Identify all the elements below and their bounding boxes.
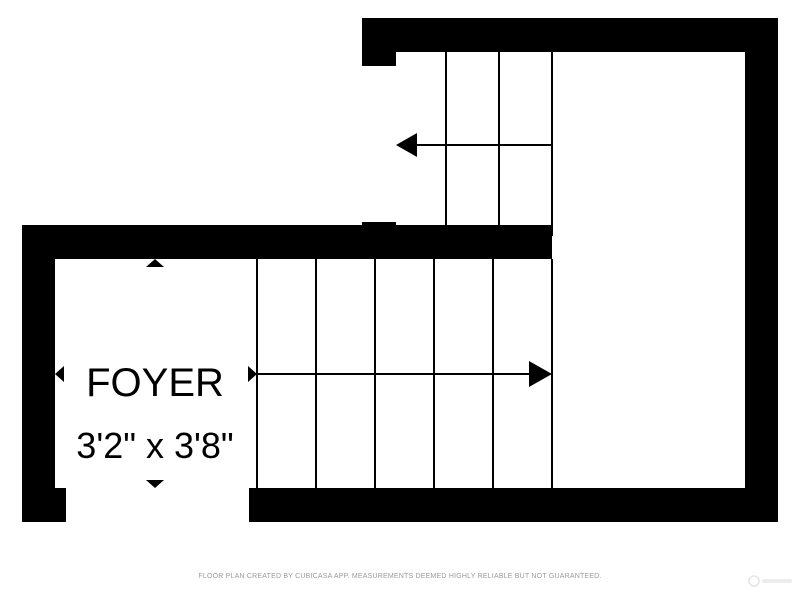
wall-foyer-left xyxy=(22,225,55,522)
stair-direction-arrow-left xyxy=(396,133,417,157)
room-dimensions-label: 3'2" x 3'8" xyxy=(76,425,233,466)
dimension-marker-bottom xyxy=(146,480,164,488)
dimension-marker-left xyxy=(55,366,64,382)
wall-upper-left xyxy=(362,18,396,66)
floor-plan-disclaimer: FLOOR PLAN CREATED BY CUBICASA APP. MEAS… xyxy=(198,573,602,580)
brand-logo-icon xyxy=(748,574,794,588)
dimension-markers xyxy=(55,259,257,488)
wall-upper-top xyxy=(362,18,778,52)
wall-bottom-left xyxy=(22,488,66,522)
upper-stair-run xyxy=(410,52,553,236)
lower-stair-run xyxy=(256,259,553,488)
stair-direction-arrow-right xyxy=(529,361,552,387)
walls xyxy=(22,18,778,522)
dimension-marker-top xyxy=(146,259,164,267)
wall-middle xyxy=(22,225,552,259)
room-name-label: FOYER xyxy=(86,361,224,405)
wall-upper-right xyxy=(745,18,778,522)
wall-bottom-right xyxy=(249,488,778,522)
dimension-marker-right xyxy=(248,366,257,382)
